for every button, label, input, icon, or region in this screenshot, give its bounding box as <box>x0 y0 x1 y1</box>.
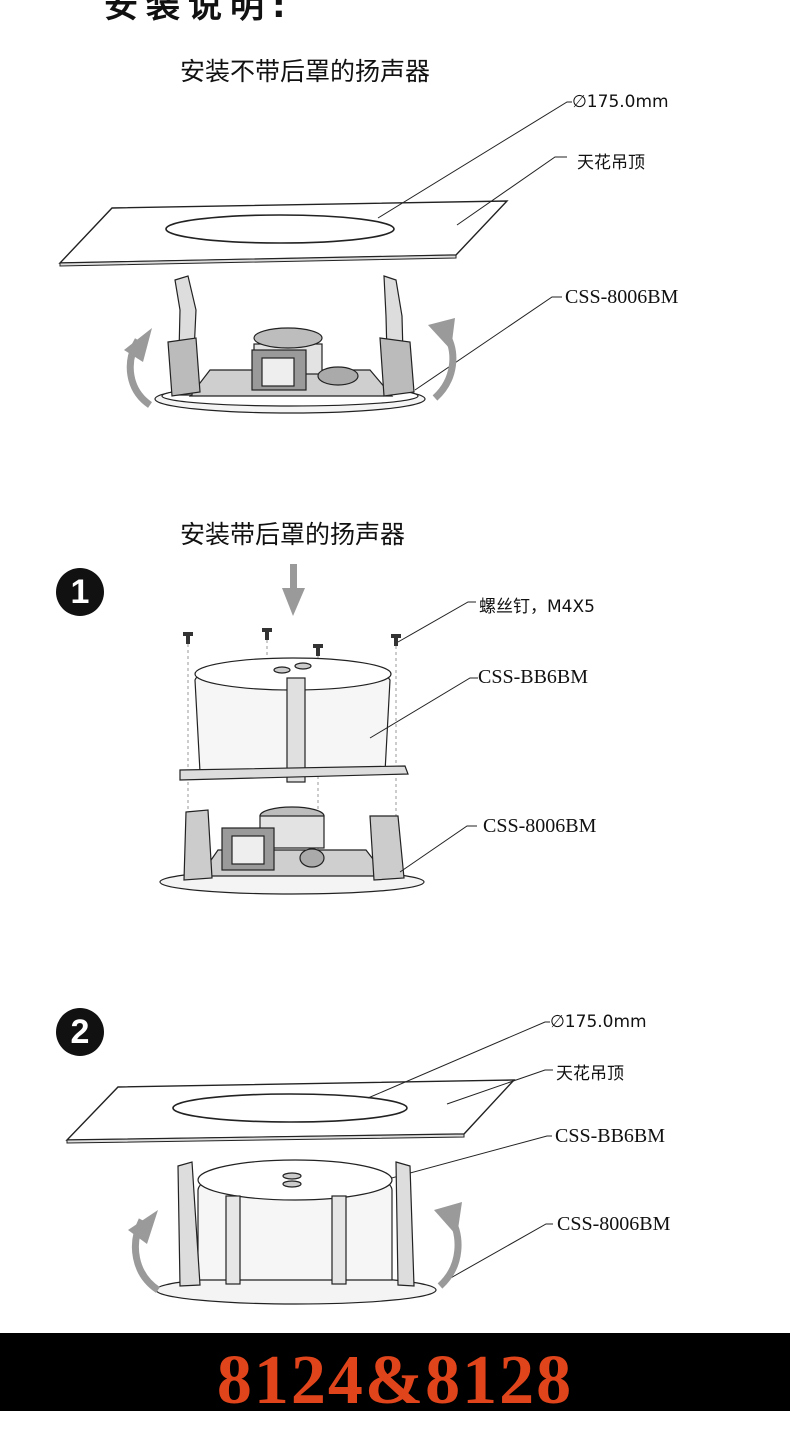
section2-title: 安装带后罩的扬声器 <box>180 520 406 549</box>
speaker-with-back-can <box>155 1159 437 1305</box>
speaker-8006bm <box>154 275 426 414</box>
label-back-can-1: CSS-BB6BM <box>478 666 589 688</box>
screw-icon <box>183 628 401 656</box>
label-speaker-1: CSS-8006BM <box>565 286 679 308</box>
step2-diagram <box>65 1021 553 1305</box>
footer-model-text: 8124&8128 <box>216 1342 574 1419</box>
back-can-bb6bm <box>179 657 409 783</box>
label-screw: 螺丝钉，M4X5 <box>479 597 595 617</box>
down-arrow-icon <box>282 564 305 616</box>
speaker-8006bm <box>159 806 425 895</box>
page-title: 安装说明: <box>104 0 294 26</box>
step-1-badge: 1 <box>56 568 104 616</box>
label-speaker-3: CSS-8006BM <box>557 1213 671 1235</box>
label-diameter-1: ∅175.0mm <box>572 92 669 112</box>
rotate-left-arrow-icon <box>124 328 153 408</box>
step1-diagram <box>159 564 478 895</box>
section1-title: 安装不带后罩的扬声器 <box>180 57 431 86</box>
rotate-right-arrow-icon <box>434 1202 462 1289</box>
label-ceiling-1: 天花吊顶 <box>577 153 645 173</box>
step-2-badge: 2 <box>56 1008 104 1056</box>
label-back-can-2: CSS-BB6BM <box>555 1125 666 1147</box>
section1-diagram <box>58 101 572 414</box>
ceiling-cutout <box>165 214 395 244</box>
rotate-right-arrow-icon <box>428 318 457 401</box>
label-diameter-2: ∅175.0mm <box>550 1012 647 1032</box>
label-ceiling-2: 天花吊顶 <box>556 1064 624 1084</box>
label-speaker-2: CSS-8006BM <box>483 815 597 837</box>
rotate-left-arrow-icon <box>128 1210 161 1293</box>
footer-banner: 8124&8128 <box>0 1333 790 1419</box>
